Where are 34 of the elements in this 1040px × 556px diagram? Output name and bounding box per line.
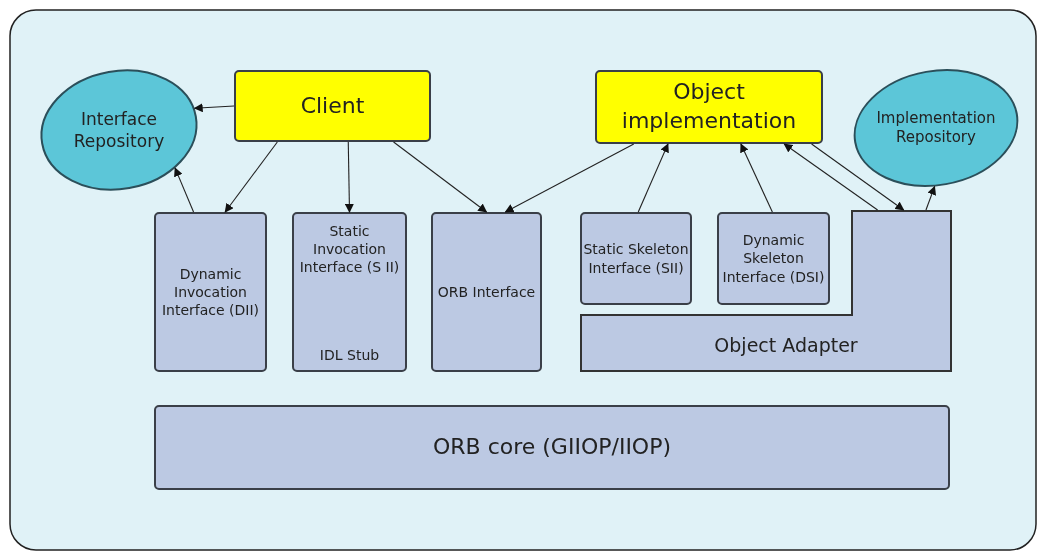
node-label: Static Skeleton Interface (SII) xyxy=(582,240,690,277)
skeleton-box xyxy=(580,212,692,305)
node-label: ORB core (GIIOP/IIOP) xyxy=(431,433,673,462)
interface-box xyxy=(292,212,407,372)
client-box xyxy=(234,70,431,142)
arrow xyxy=(344,141,354,213)
skeleton-box xyxy=(717,212,830,305)
arrow xyxy=(925,185,936,211)
node-label: Object implementation xyxy=(620,78,798,135)
node-label: Dynamic Skeleton Interface (DSI) xyxy=(721,231,826,286)
arrow xyxy=(504,143,635,213)
node-label: Dynamic Invocation Interface (DII) xyxy=(160,264,261,320)
node-label: IDL Stub xyxy=(318,345,381,364)
arrow xyxy=(637,143,669,213)
arrow xyxy=(393,141,488,213)
arrow xyxy=(783,143,879,211)
arrow xyxy=(174,167,195,213)
repository-ellipse xyxy=(40,70,198,190)
object-implementation-box xyxy=(595,70,823,144)
core-bar xyxy=(154,405,950,490)
arrow xyxy=(224,141,278,213)
node-label: Implementation Repository xyxy=(875,108,997,148)
arrow xyxy=(740,143,773,213)
arrow xyxy=(193,103,235,113)
interface-box xyxy=(154,212,267,372)
node-label: ORB Interface xyxy=(436,282,537,302)
node-label: Static Invocation Interface (S II) xyxy=(298,222,401,277)
node-label: Interface Repository xyxy=(72,107,166,153)
repository-ellipse xyxy=(853,70,1019,186)
interface-box xyxy=(431,212,542,372)
adapter-shape xyxy=(580,210,952,372)
node-label: Client xyxy=(299,91,366,120)
node-label: Object Adapter xyxy=(713,333,859,358)
arrow xyxy=(811,143,905,211)
